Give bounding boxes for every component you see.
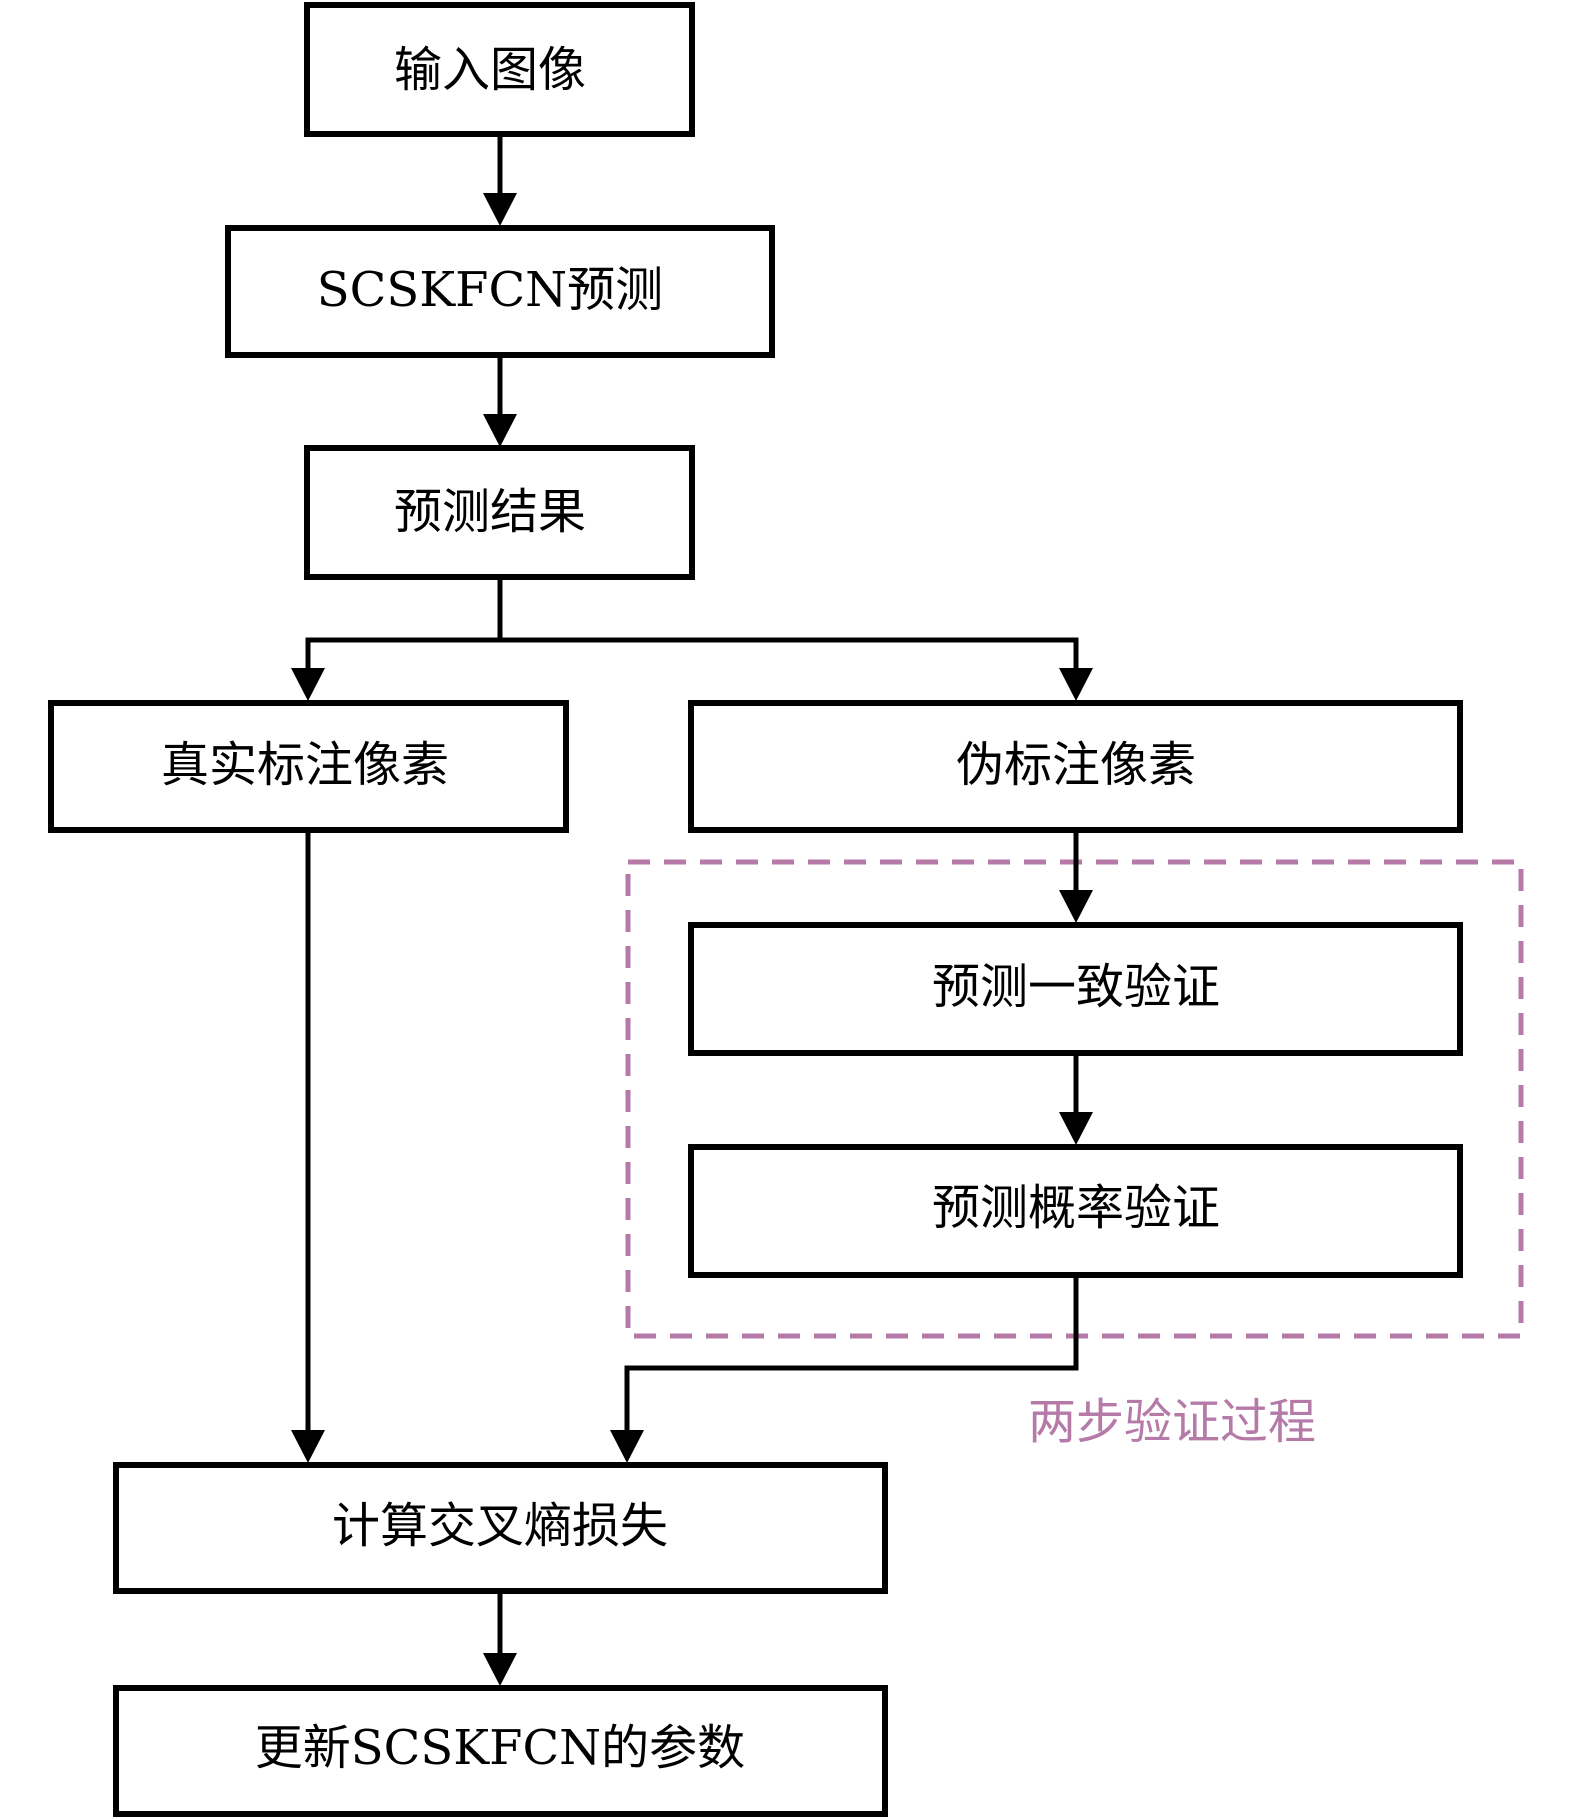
node-true-label-pixels: 真实标注像素 xyxy=(48,700,569,833)
node-update-params-box xyxy=(113,1685,888,1817)
edges xyxy=(305,134,1079,1680)
node-predict-result: 预测结果 xyxy=(304,445,695,580)
node-scskfcn-predict: SCSKFCN预测 xyxy=(225,225,775,358)
node-compute-ce-loss-label: 计算交叉熵损失 xyxy=(332,1498,668,1554)
arrowhead-consistency xyxy=(1059,890,1093,923)
two-step-verification-label: 两步验证过程 xyxy=(1028,1394,1316,1450)
arrowhead-pseudo xyxy=(1059,668,1093,701)
node-scskfcn-predict-label: SCSKFCN预测 xyxy=(317,262,663,318)
node-predict-consistency-check-box xyxy=(688,922,1463,1056)
node-pseudo-label-pixels-label: 伪标注像素 xyxy=(956,737,1196,793)
arrowhead-update xyxy=(483,1653,517,1686)
node-true-label-pixels-box xyxy=(48,700,569,833)
node-predict-probability-check-box xyxy=(688,1144,1463,1278)
node-update-params-label: 更新SCSKFCN的参数 xyxy=(255,1720,745,1776)
node-true-label-pixels-label: 真实标注像素 xyxy=(161,737,449,793)
node-pseudo-label-pixels: 伪标注像素 xyxy=(688,700,1463,833)
node-predict-probability-check: 预测概率验证 xyxy=(688,1144,1463,1278)
arrowhead-loss-right xyxy=(610,1430,644,1463)
node-input-image-box xyxy=(304,2,695,137)
arrowhead-loss-left xyxy=(291,1430,325,1463)
node-input-image: 输入图像 xyxy=(304,2,695,137)
node-compute-ce-loss: 计算交叉熵损失 xyxy=(113,1462,888,1594)
node-pseudo-label-pixels-box xyxy=(688,700,1463,833)
node-input-image-label: 输入图像 xyxy=(394,42,586,98)
edge-probability-to-loss xyxy=(624,1275,1079,1457)
arrowheads xyxy=(291,193,1093,1686)
node-update-params: 更新SCSKFCN的参数 xyxy=(113,1685,888,1817)
arrowhead-probability xyxy=(1059,1112,1093,1145)
node-predict-result-label: 预测结果 xyxy=(394,484,586,540)
node-compute-ce-loss-box xyxy=(113,1462,888,1594)
node-predict-consistency-check: 预测一致验证 xyxy=(688,922,1463,1056)
node-predict-result-box xyxy=(304,445,695,580)
edge-branch-to-pseudo xyxy=(500,637,1079,695)
node-predict-consistency-check-label: 预测一致验证 xyxy=(932,959,1220,1015)
arrowhead-true xyxy=(291,668,325,701)
node-predict-probability-check-label: 预测概率验证 xyxy=(932,1180,1220,1236)
edge-result-to-branch xyxy=(305,577,503,695)
arrowhead-predict xyxy=(483,193,517,226)
arrowhead-result xyxy=(483,414,517,447)
node-scskfcn-predict-box xyxy=(225,225,775,358)
